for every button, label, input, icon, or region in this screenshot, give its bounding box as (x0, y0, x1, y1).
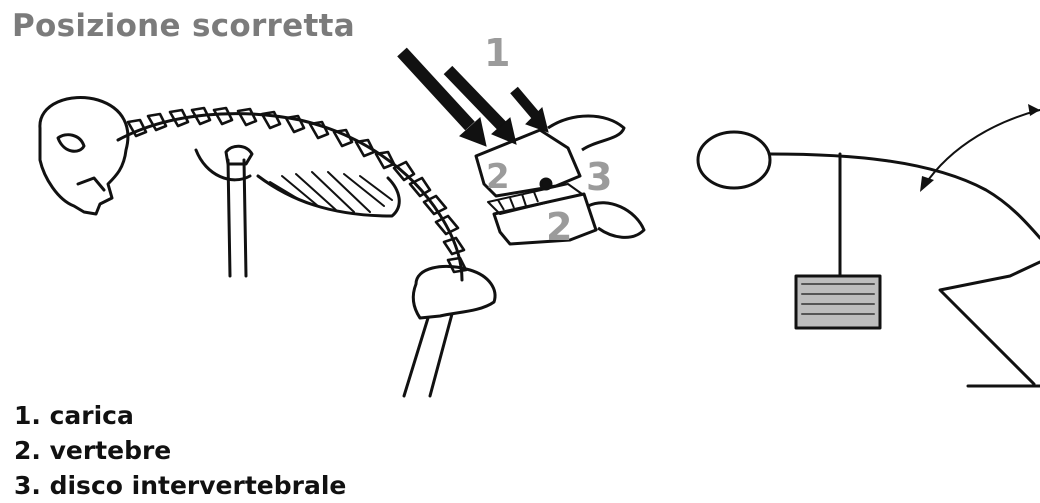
legend-item-vertebre: 2. vertebre (14, 433, 346, 468)
upper-spinous-process (548, 116, 624, 150)
humerus (228, 160, 246, 276)
femur (404, 314, 452, 396)
marker-carica: 1 (484, 31, 510, 75)
legend-item-carica: 1. carica (14, 398, 346, 433)
legend-item-disco: 3. disco intervertebrale (14, 468, 346, 503)
vertebrae (128, 108, 466, 272)
stick-back (770, 154, 1040, 238)
load-arrow (514, 90, 548, 132)
humerus-head (226, 146, 252, 164)
ribs (270, 172, 392, 212)
skull-jaw (78, 178, 104, 190)
skull-eye (58, 135, 84, 152)
stick-head (698, 132, 770, 188)
lower-spinous-process (588, 203, 644, 238)
disc-nucleus (541, 179, 551, 189)
lower-vertebra (494, 194, 596, 244)
marker-disco: 3 (586, 155, 612, 199)
marker-vertebre-bottom: 2 (546, 205, 572, 249)
legend: 1. carica 2. vertebre 3. disco intervert… (14, 398, 346, 503)
load-arrows (402, 52, 548, 146)
stick-figure (698, 104, 1040, 386)
skeleton-figure (40, 98, 495, 396)
curvature-arrow (924, 110, 1040, 186)
skull (40, 98, 128, 214)
stick-leg (940, 262, 1040, 384)
rib-cage (258, 176, 399, 216)
marker-vertebre-top: 2 (486, 157, 510, 197)
pelvis (413, 266, 495, 318)
